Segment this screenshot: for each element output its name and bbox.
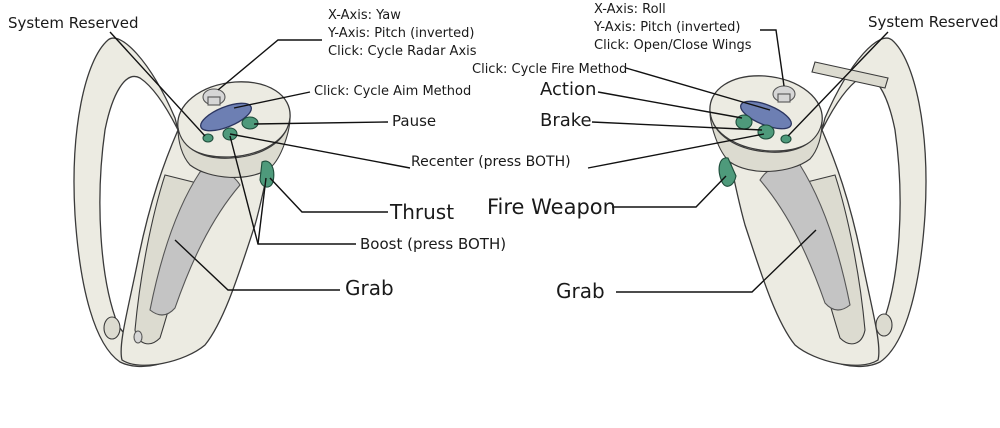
right-system-button bbox=[780, 134, 792, 144]
left-grip-panel bbox=[149, 169, 241, 316]
label-right-stick-y: Y-Axis: Pitch (inverted) bbox=[593, 20, 740, 35]
label-right-stick-x: X-Axis: Roll bbox=[594, 2, 666, 17]
right-brake-button bbox=[757, 124, 775, 140]
label-right-trackpad-click: Click: Cycle Fire Method bbox=[472, 62, 627, 77]
leader-left-system-reserved bbox=[109, 31, 206, 137]
label-thrust: Thrust bbox=[389, 200, 454, 224]
right-grip-panel bbox=[759, 162, 851, 311]
right-controller bbox=[709, 37, 927, 368]
label-left-trackpad-click: Click: Cycle Aim Method bbox=[314, 84, 471, 99]
leader-brake bbox=[591, 121, 763, 131]
label-boost: Boost (press BOTH) bbox=[360, 235, 506, 253]
label-right-stick-click: Click: Open/Close Wings bbox=[594, 38, 752, 53]
label-right-grab: Grab bbox=[556, 279, 605, 303]
leader-right-system-reserved bbox=[787, 31, 889, 137]
label-recenter: Recenter (press BOTH) bbox=[411, 154, 571, 170]
left-thumbstick-stem bbox=[207, 96, 221, 106]
right-bottom-cap bbox=[875, 313, 893, 337]
leader-left-grab bbox=[174, 239, 340, 291]
right-thumbstick-stem bbox=[777, 93, 791, 103]
leader-recenter-right bbox=[587, 133, 765, 169]
left-pause-button bbox=[241, 116, 259, 130]
label-fire-weapon: Fire Weapon bbox=[487, 195, 616, 219]
label-left-system-reserved: System Reserved bbox=[8, 14, 139, 32]
left-system-button bbox=[202, 133, 214, 143]
leader-fire-weapon bbox=[612, 175, 727, 208]
leader-lines bbox=[109, 29, 889, 293]
label-brake: Brake bbox=[540, 110, 592, 131]
leader-recenter-left bbox=[229, 133, 411, 169]
labels: System Reserved X-Axis: Yaw Y-Axis: Pitc… bbox=[8, 2, 999, 303]
label-left-stick-x: X-Axis: Yaw bbox=[328, 8, 401, 23]
right-head-rim bbox=[709, 111, 823, 172]
leader-thrust bbox=[269, 177, 388, 213]
leader-left-stick bbox=[217, 39, 322, 91]
leader-left-trackpad bbox=[233, 91, 311, 109]
label-action: Action bbox=[540, 79, 596, 100]
leader-right-trackpad bbox=[625, 67, 771, 111]
label-left-stick-y: Y-Axis: Pitch (inverted) bbox=[327, 26, 474, 41]
label-pause: Pause bbox=[392, 112, 436, 130]
left-controller bbox=[73, 37, 291, 368]
right-strap-bar bbox=[811, 61, 889, 89]
left-bottom-cap bbox=[103, 316, 121, 340]
left-trackpad bbox=[200, 102, 252, 132]
leader-pause bbox=[253, 121, 389, 125]
label-left-stick-click: Click: Cycle Radar Axis bbox=[328, 44, 477, 59]
leader-right-stick bbox=[760, 29, 785, 87]
leader-right-grab bbox=[616, 229, 817, 293]
left-bottom-button bbox=[133, 330, 143, 344]
label-right-system-reserved: System Reserved bbox=[868, 13, 999, 31]
left-thrust-trigger bbox=[259, 160, 275, 188]
leader-action bbox=[597, 91, 743, 119]
leader-boost-2 bbox=[257, 177, 267, 245]
right-trackpad bbox=[740, 100, 792, 130]
label-left-grab: Grab bbox=[345, 276, 394, 300]
